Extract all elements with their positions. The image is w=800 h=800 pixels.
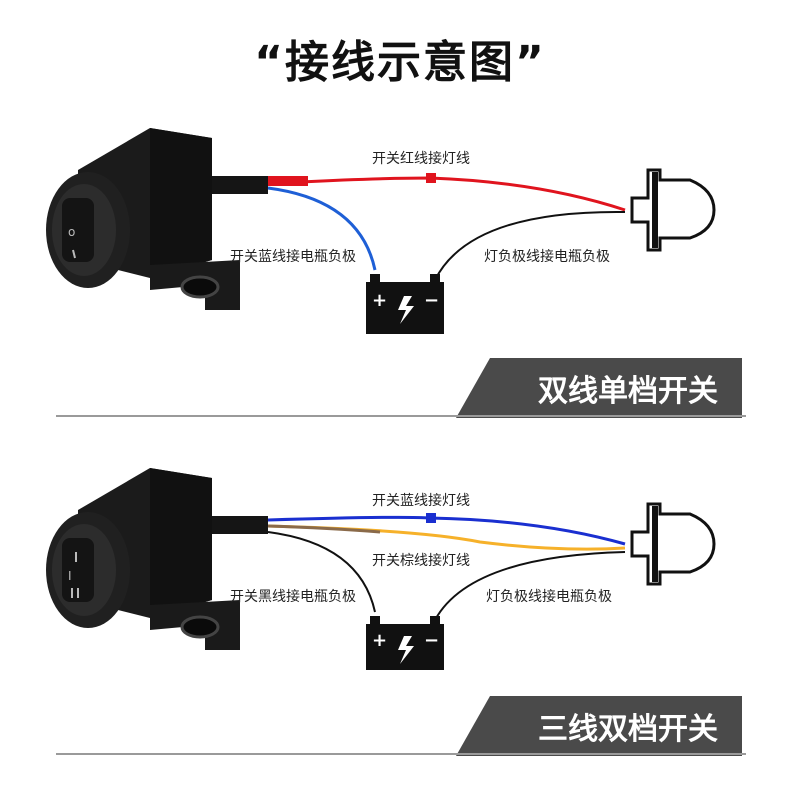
- divider-1: [56, 415, 746, 417]
- svg-text:−: −: [424, 630, 439, 651]
- label-switch-red-to-light: 开关红线接灯线: [372, 151, 470, 167]
- label-light-to-battery: 灯负极线接电瓶负极: [484, 249, 610, 265]
- label-light-to-battery-2: 灯负极线接电瓶负极: [486, 589, 612, 605]
- label-switch-blue-to-battery: 开关蓝线接电瓶负极: [230, 249, 356, 265]
- svg-text:I: I: [68, 569, 72, 583]
- diagram-two-wire: o + −: [46, 128, 716, 334]
- banner-two-wire: 双线单档开关: [456, 358, 742, 418]
- diagram-three-wire: I + −: [46, 468, 716, 670]
- black-wire-switch: [267, 531, 376, 613]
- black-wire: [434, 210, 626, 281]
- svg-text:+: +: [372, 630, 387, 651]
- headlight-icon: [630, 502, 716, 586]
- battery-icon: + −: [366, 274, 444, 334]
- blue-wire: [267, 186, 377, 271]
- brown-wire-start: [267, 524, 381, 534]
- red-wire: [268, 176, 626, 212]
- blue-wire: [267, 515, 626, 546]
- divider-2: [56, 753, 746, 755]
- label-switch-brown-to-light: 开关棕线接灯线: [372, 553, 470, 569]
- headlight-icon: [630, 168, 716, 252]
- svg-text:−: −: [424, 290, 439, 311]
- rocker-switch-icon: o: [46, 128, 268, 310]
- label-switch-black-to-battery: 开关黑线接电瓶负极: [230, 589, 356, 605]
- black-wire-light: [434, 551, 626, 621]
- battery-icon: + −: [366, 616, 444, 670]
- rocker-switch-icon: I: [46, 468, 268, 650]
- label-switch-blue-to-light: 开关蓝线接灯线: [372, 493, 470, 509]
- page-title: “接线示意图”: [254, 37, 546, 88]
- svg-text:o: o: [68, 225, 75, 239]
- svg-text:+: +: [372, 290, 387, 311]
- banner-three-wire: 三线双档开关: [456, 696, 742, 756]
